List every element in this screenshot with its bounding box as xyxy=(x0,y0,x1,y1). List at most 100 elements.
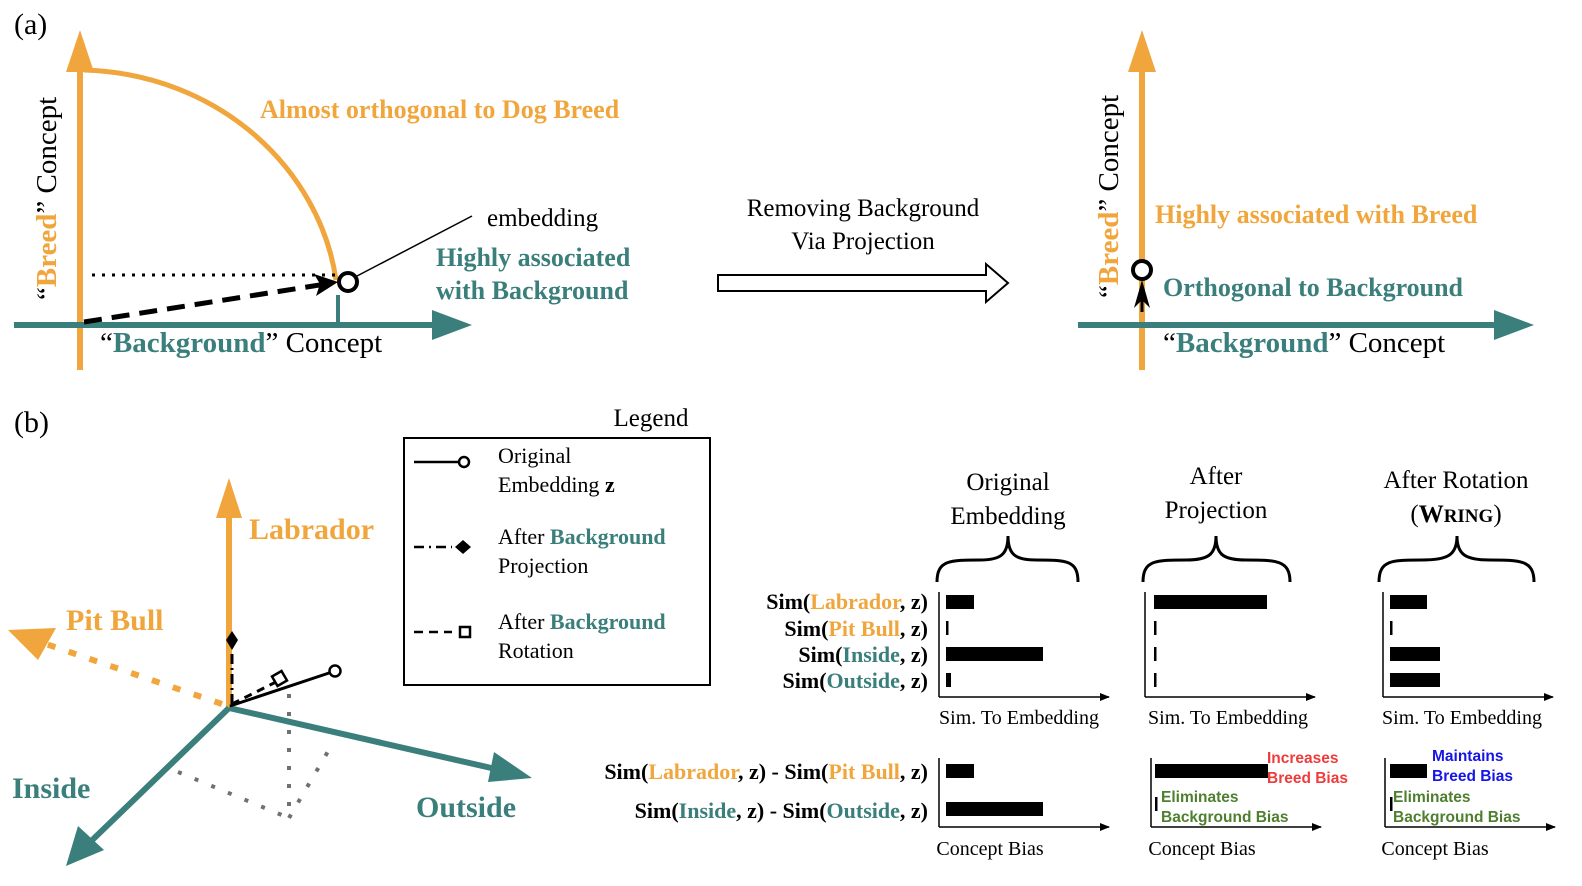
xlabel-sim: Sim. To Embedding xyxy=(1382,707,1542,729)
bar-sim-inside-z-sim-outside-z xyxy=(1155,797,1158,811)
label-part: Sim( xyxy=(783,668,827,693)
group-projection: After Projection Sim. To Embedding Conce… xyxy=(1141,463,1348,860)
label-part: , z) xyxy=(900,798,928,823)
annotation-breed-bias: Breed Bias xyxy=(1267,770,1348,787)
legend-box xyxy=(403,437,711,686)
inside-arrowhead-icon xyxy=(66,826,104,866)
annotation-increases: Increases xyxy=(1267,750,1339,767)
concept-word: ” Concept xyxy=(265,327,382,359)
rotated-embedding-point-icon xyxy=(270,669,289,688)
annotation-maintains: Maintains xyxy=(1432,748,1503,765)
embedding-point-icon xyxy=(337,271,359,293)
pit-bull-arrowhead-icon xyxy=(8,628,56,660)
label-part: , z) - Sim( xyxy=(738,759,828,784)
label-part: Outside xyxy=(827,798,901,823)
breed-axis-label: “Breed” Concept xyxy=(31,97,63,300)
label-part: , z) xyxy=(900,616,928,641)
quote-open: “ xyxy=(100,327,113,359)
legend-item-3-line1: After Background xyxy=(498,609,666,634)
group-title-line2: (WRING) xyxy=(1410,501,1501,528)
assoc-background-line1: Highly associated xyxy=(436,243,631,272)
background-axis-arrowhead-icon xyxy=(1494,310,1534,340)
bar-sim-labrador-z-sim-pit-bull-z xyxy=(946,764,974,778)
projection-transition: Removing Background Via Projection xyxy=(717,195,1010,305)
xlabel-bias: Concept Bias xyxy=(936,838,1043,860)
legend-text: After xyxy=(498,524,550,549)
background-word: Background xyxy=(1176,327,1329,359)
breed-word: Breed xyxy=(31,214,63,288)
label-part: Inside xyxy=(679,798,737,823)
row-label-sim-outside: Sim(Outside, z) xyxy=(783,668,928,693)
xlabel-sim: Sim. To Embedding xyxy=(939,707,1099,729)
bar-sim-labrador-z xyxy=(1390,595,1427,609)
breed-axis-arrowhead-icon xyxy=(66,30,94,72)
bar-sim-inside-z-sim-outside-z xyxy=(1390,797,1393,811)
panel-a-right-diagram: Highly associated with Breed Orthogonal … xyxy=(1078,30,1534,370)
panel-a-left-diagram: Almost orthogonal to Dog Breed embedding… xyxy=(14,30,631,370)
assoc-background-line2: with Background xyxy=(436,276,629,305)
legend-item-2-line2: Projection xyxy=(498,553,588,578)
panel-a-label: (a) xyxy=(14,8,47,41)
label-part: Sim( xyxy=(635,798,679,823)
bar-sim-pit-bull-z xyxy=(1390,621,1393,635)
label-part: Sim( xyxy=(766,589,810,614)
annotation-eliminates: Eliminates xyxy=(1161,789,1239,806)
xlabel-bias: Concept Bias xyxy=(1148,838,1255,860)
wring-smallcaps: RING xyxy=(1444,506,1494,527)
legend-z: z xyxy=(605,472,615,497)
group-title-line2: Projection xyxy=(1165,497,1268,524)
annotation-background-bias: Background Bias xyxy=(1161,809,1288,826)
xlabel-sim: Sim. To Embedding xyxy=(1148,707,1308,729)
row-label-breed-bias: Sim(Labrador, z) - Sim(Pit Bull, z) xyxy=(604,759,928,784)
legend-item-2-line1: After Background xyxy=(498,524,666,549)
breed-axis-label: “Breed” Concept xyxy=(1093,95,1125,298)
embedding-label: embedding xyxy=(487,205,599,232)
concept-word: ” Concept xyxy=(1328,327,1445,359)
annotation-breed-bias: Breed Bias xyxy=(1432,768,1513,785)
projected-arrowhead-icon xyxy=(1134,280,1150,308)
label-part: , z) xyxy=(900,759,928,784)
arc-note: Almost orthogonal to Dog Breed xyxy=(260,95,620,124)
quote-open: “ xyxy=(1163,327,1176,359)
group-title-line2: Embedding xyxy=(950,503,1066,530)
label-part: Inside xyxy=(842,642,900,667)
xlabel-bias: Concept Bias xyxy=(1381,838,1488,860)
outside-axis xyxy=(228,705,501,773)
background-word: Background xyxy=(113,327,266,359)
panel-b-3d-diagram: Labrador Pit Bull Inside Outside xyxy=(8,478,532,866)
projected-embedding-point-icon xyxy=(1131,259,1153,281)
paren: ) xyxy=(1493,501,1501,528)
group-title-line1: After Rotation xyxy=(1383,467,1529,494)
concept-word: ” Concept xyxy=(31,97,63,214)
bar-sim-inside-z xyxy=(1154,647,1157,661)
original-embedding-point-icon xyxy=(328,664,342,678)
brace-icon xyxy=(1141,535,1292,583)
embedding-vector xyxy=(83,281,327,325)
label-part: , z) xyxy=(900,589,928,614)
label-part: Pit Bull xyxy=(828,759,900,784)
legend-circle-icon xyxy=(457,455,471,469)
legend-item-1-line1: Original xyxy=(498,443,571,468)
brace-icon xyxy=(935,535,1080,583)
bar-sim-inside-z-sim-outside-z xyxy=(946,802,1043,816)
guide-dotted-line xyxy=(287,746,332,820)
bar-sim-pit-bull-z xyxy=(946,621,949,635)
pit-bull-axis xyxy=(45,641,223,707)
legend: Legend Original Embedding z After Backgr… xyxy=(403,405,711,686)
bar-sim-labrador-z xyxy=(1154,595,1267,609)
concept-word: ” Concept xyxy=(1093,95,1125,212)
projected-embedding-point-icon xyxy=(226,631,238,650)
label-part: , z) - Sim( xyxy=(736,798,826,823)
paren: ( xyxy=(1410,501,1418,528)
legend-diamond-icon xyxy=(455,540,471,554)
embedding-arrowhead-icon xyxy=(314,274,338,296)
legend-background-word: Background xyxy=(550,524,666,549)
legend-text: Embedding xyxy=(498,472,605,497)
label-part: , z) xyxy=(900,642,928,667)
bar-sim-outside-z xyxy=(946,673,951,687)
background-axis-label: “Background” Concept xyxy=(1163,327,1445,359)
label-part: Sim( xyxy=(798,642,842,667)
bar-sim-outside-z xyxy=(1390,673,1440,687)
label-part: Labrador xyxy=(648,759,740,784)
